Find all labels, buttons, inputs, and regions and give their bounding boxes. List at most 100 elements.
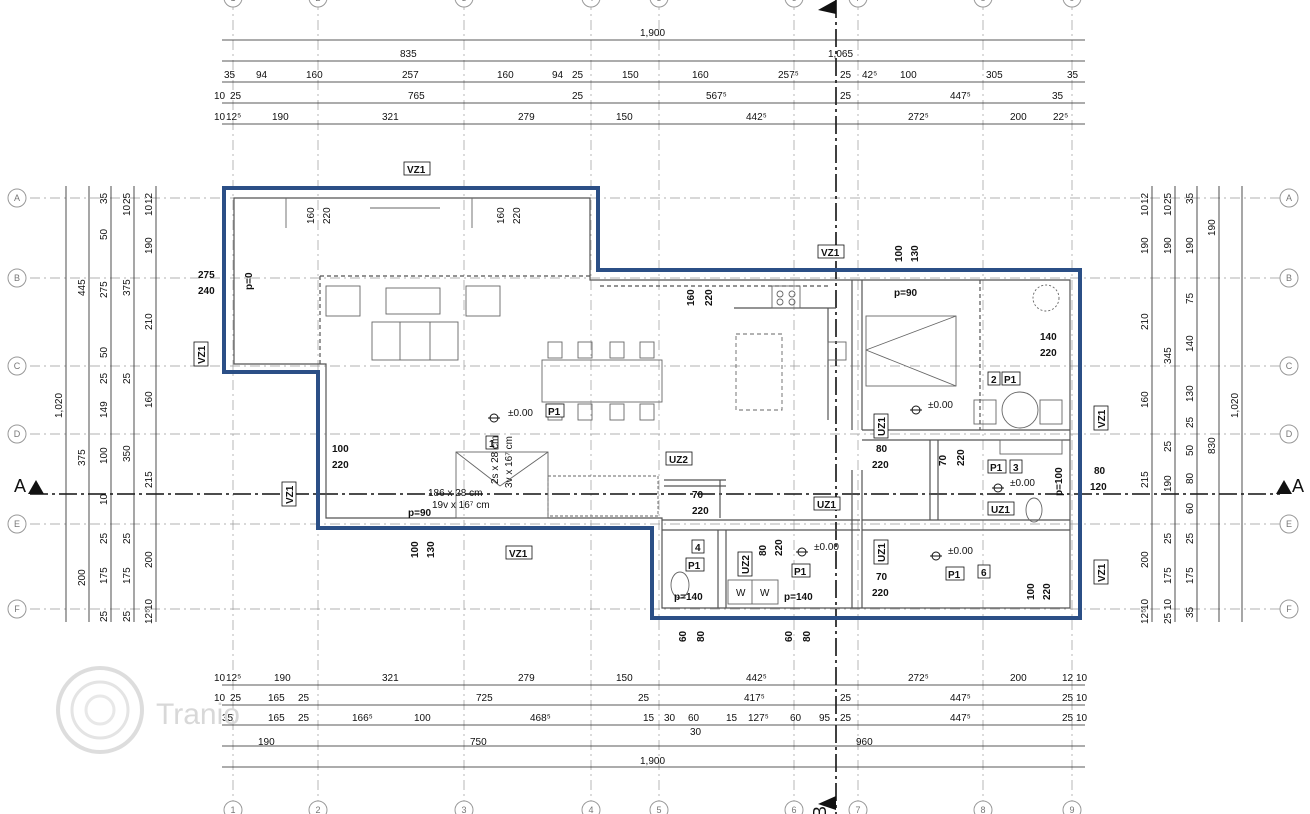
dim-text: 25 <box>1185 416 1196 428</box>
dim-text: 279 <box>518 112 535 123</box>
dim-text: 160 <box>1140 391 1151 408</box>
axis-col-label: 6 <box>791 0 796 3</box>
dim-text: 130 <box>1185 385 1196 402</box>
dim-text: 175 <box>1185 567 1196 584</box>
dim-text: 160 <box>692 70 709 81</box>
dim-text: 25 <box>840 91 852 102</box>
dim-text: 10 <box>1140 204 1151 216</box>
axis-col-label: 8 <box>980 0 985 3</box>
section-arrow-bottom <box>818 796 836 810</box>
tag-label: VZ1 <box>821 248 840 259</box>
tag-label: VZ1 <box>509 549 528 560</box>
dim-text: 22⁵ <box>1053 112 1068 123</box>
axis-col-bubble <box>1062 0 1082 8</box>
tag-label: P1 <box>688 561 701 572</box>
axis-bubbles: AABBCCDDEEFF112233445566778899 <box>7 0 1299 814</box>
dim-text: 25 <box>298 693 310 704</box>
tag-label: UZ2 <box>669 455 688 466</box>
opening-text: 220 <box>872 460 889 471</box>
grid-lines <box>30 0 1280 814</box>
axis-row-bubble <box>7 268 27 288</box>
dim-text: 1,900 <box>640 756 665 767</box>
section-label-bottom: B <box>810 806 830 814</box>
dim-text: 94 <box>552 70 564 81</box>
opening-text: p=0 <box>244 272 255 290</box>
dim-text: 60 <box>1185 502 1196 514</box>
tag-label: VZ1 <box>197 345 208 364</box>
dim-text: 190 <box>1140 237 1151 254</box>
dim-text: 12⁵ <box>226 112 241 123</box>
dim-text: 200 <box>1140 551 1151 568</box>
dim-text: 12⁵ <box>1140 609 1151 624</box>
dim-text: 25 <box>122 532 133 544</box>
tag-label: UZ1 <box>817 500 836 511</box>
axis-row-label: B <box>1286 273 1292 283</box>
dim-text: 10 <box>99 493 110 505</box>
opening-text: 130 <box>910 245 921 262</box>
dim-text: 150 <box>616 673 633 684</box>
axis-row-bubble <box>1279 424 1299 444</box>
dim-text: 10 <box>1140 598 1151 610</box>
dim-text: 272⁵ <box>908 673 929 684</box>
opening-text: 220 <box>692 506 709 517</box>
opening-text: 220 <box>774 539 785 556</box>
wash-labels: W W <box>736 588 770 599</box>
dim-text: 15 <box>643 713 655 724</box>
axis-col-bubble <box>581 800 601 814</box>
dim-text: 345 <box>1163 347 1174 364</box>
opening-text: 80 <box>1094 466 1106 477</box>
axis-col-bubble <box>649 0 669 8</box>
axis-col-bubble <box>784 800 804 814</box>
dim-text: 12⁵ <box>144 609 155 624</box>
axis-col-bubble <box>1062 800 1082 814</box>
opening-text: 220 <box>956 449 967 466</box>
opening-text: 100 <box>1026 583 1037 600</box>
axis-col-bubble <box>848 0 868 8</box>
axis-row-label: C <box>14 361 21 371</box>
dim-text: 150 <box>622 70 639 81</box>
dim-text: 100 <box>900 70 917 81</box>
dim-text: 175 <box>1163 567 1174 584</box>
dim-text: 80 <box>1185 472 1196 484</box>
dim-text: 190 <box>258 737 275 748</box>
opening-text: 120 <box>1090 482 1107 493</box>
dim-text: 10 <box>1076 673 1088 684</box>
dim-text: 10 <box>214 112 226 123</box>
dim-text: 95 <box>819 713 831 724</box>
stair-labels: 186 x 28 cm 19v x 16⁷ cm 2s x 28 cm 3v x… <box>428 436 515 511</box>
dim-text: 1,900 <box>640 28 665 39</box>
section-lines: A A B <box>14 0 1304 814</box>
section-arrow-right <box>1276 480 1292 494</box>
level-marks: ±0.00 ±0.00 ±0.00 ±0.00 ±0.00 <box>488 400 1035 561</box>
dim-text: 830 <box>1207 437 1218 454</box>
dim-text: 375 <box>122 279 133 296</box>
dim-text: 190 <box>274 673 291 684</box>
axis-col-label: 1 <box>230 805 235 814</box>
axis-row-label: D <box>1286 429 1293 439</box>
dim-text: 15 <box>726 713 738 724</box>
dim-text: 190 <box>1207 219 1218 236</box>
dim-text: 765 <box>408 91 425 102</box>
wash-text: W <box>736 588 746 599</box>
opening-text: 220 <box>1042 583 1053 600</box>
stair-text: 19v x 16⁷ cm <box>432 500 490 511</box>
axis-row-label: E <box>14 519 20 529</box>
dim-text: 25 <box>840 693 852 704</box>
dim-text: 210 <box>1140 313 1151 330</box>
opening-text: 70 <box>938 454 949 466</box>
dim-text: 750 <box>470 737 487 748</box>
dim-text: 12 <box>1140 192 1151 204</box>
dim-text: 25 <box>572 91 584 102</box>
dim-text: 60 <box>790 713 802 724</box>
opening-text: 130 <box>426 541 437 558</box>
axis-row-label: B <box>14 273 20 283</box>
level-text: ±0.00 <box>928 400 953 411</box>
stair-text: 2s x 28 cm <box>490 436 501 484</box>
opening-text: 80 <box>758 544 769 556</box>
opening-text: 220 <box>332 460 349 471</box>
dim-text: 190 <box>1163 475 1174 492</box>
axis-col-bubble <box>454 0 474 8</box>
dim-text: 447⁵ <box>950 91 971 102</box>
dim-text: 25 <box>298 713 310 724</box>
axis-col-label: 4 <box>588 0 593 3</box>
